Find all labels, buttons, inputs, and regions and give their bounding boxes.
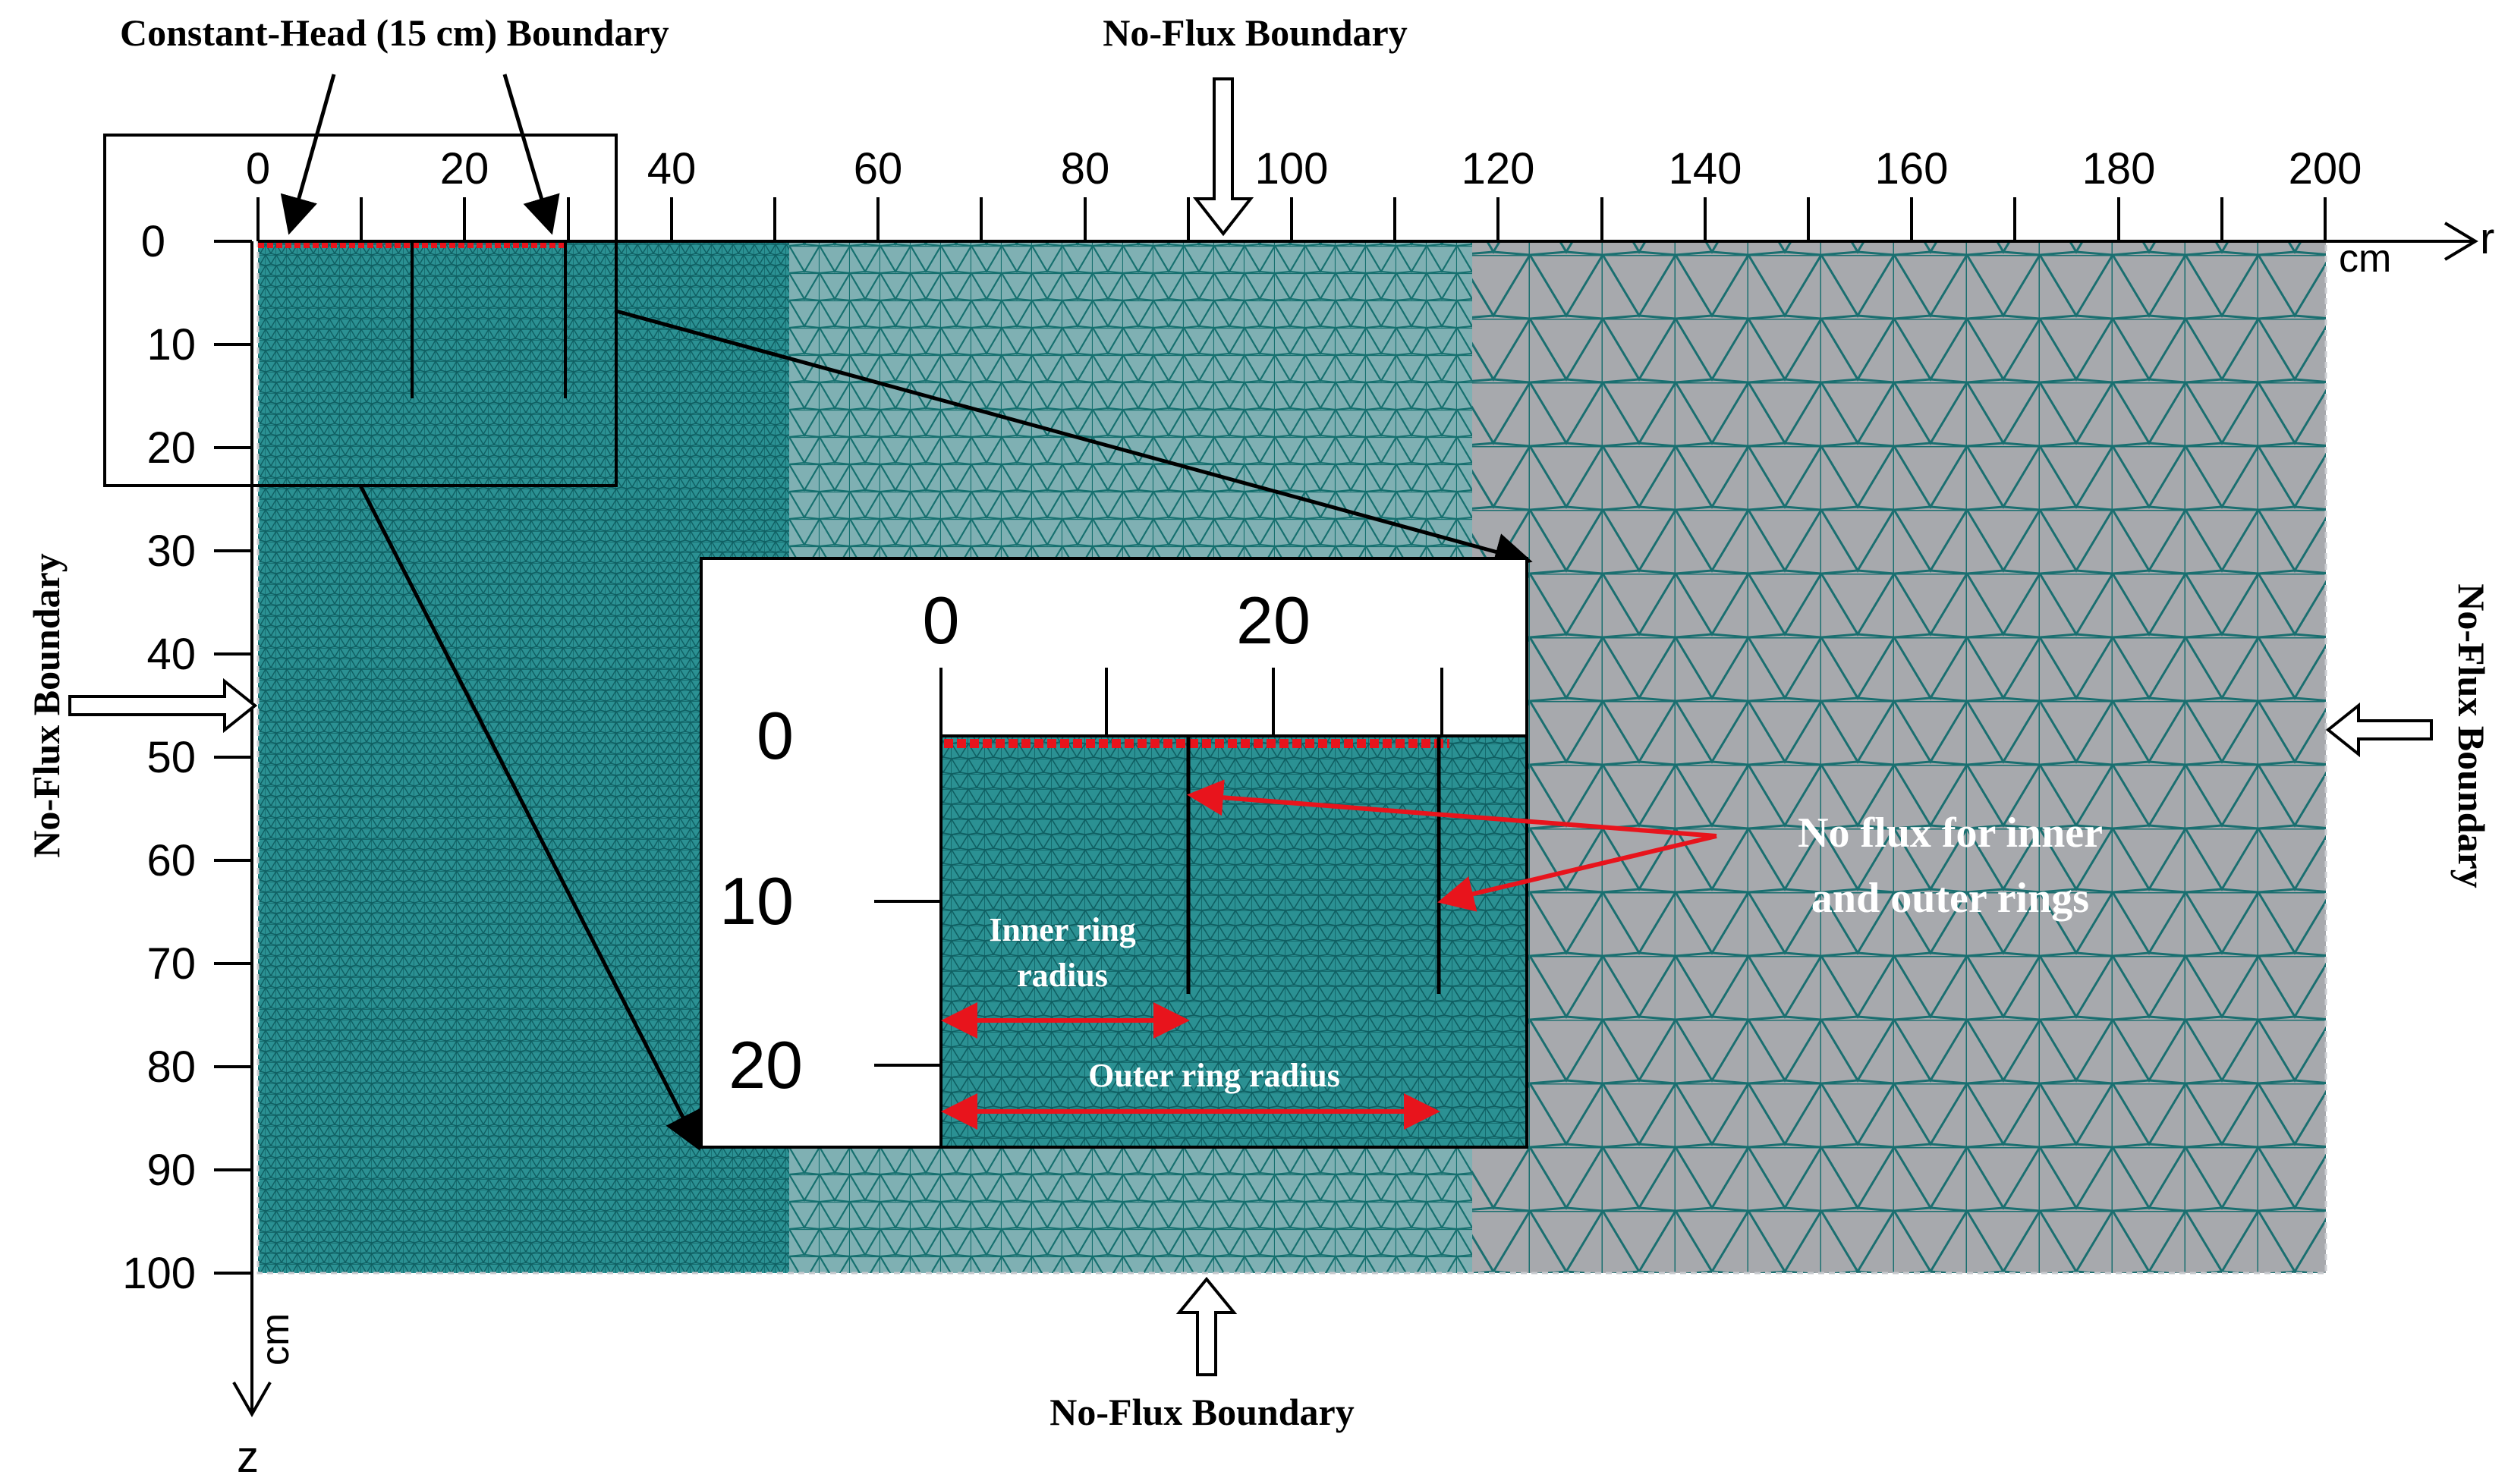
zoom-arrow-lower xyxy=(358,484,700,1151)
inset-z-tick-0: 0 xyxy=(757,698,794,773)
r-tick-180: 180 xyxy=(2082,144,2156,193)
no-flux-rings-label-1: No flux for inner xyxy=(1798,810,2103,857)
no-flux-outer-arrow xyxy=(1437,834,1717,912)
z-tick-0: 0 xyxy=(141,217,165,266)
r-tick-labels: 0 20 40 60 80 100 120 140 160 180 200 xyxy=(246,144,2362,193)
constant-head-arrow-right xyxy=(502,74,560,235)
inset-r-tick-20: 20 xyxy=(1236,583,1311,658)
constant-head-arrow-left xyxy=(280,74,336,235)
inset-z-tick-20: 20 xyxy=(728,1027,803,1102)
z-tick-70: 70 xyxy=(146,939,196,989)
no-flux-bottom-label: No-Flux Boundary xyxy=(1049,1391,1354,1433)
inner-ring-label-1: Inner ring xyxy=(989,911,1136,948)
z-tick-50: 50 xyxy=(146,733,196,782)
r-tick-0: 0 xyxy=(246,144,270,193)
no-flux-left-label: No-Flux Boundary xyxy=(25,553,68,857)
r-axis-label: r xyxy=(2480,214,2494,263)
z-tick-80: 80 xyxy=(146,1042,196,1092)
z-tick-10: 10 xyxy=(146,320,196,369)
r-tick-100: 100 xyxy=(1255,144,1329,193)
z-tick-labels: 0 10 20 30 40 50 60 70 80 90 100 xyxy=(122,217,196,1298)
zoom-arrow-upper xyxy=(615,309,1533,571)
r-tick-60: 60 xyxy=(854,144,903,193)
z-axis-unit: cm xyxy=(253,1313,297,1366)
z-tick-30: 30 xyxy=(146,527,196,576)
z-tick-20: 20 xyxy=(146,423,196,473)
constant-head-label: Constant-Head (15 cm) Boundary xyxy=(120,11,669,54)
r-tick-160: 160 xyxy=(1875,144,1949,193)
z-axis xyxy=(214,240,272,1418)
no-flux-bottom-arrow xyxy=(1175,1276,1238,1376)
no-flux-top-arrow xyxy=(1192,77,1254,237)
no-flux-right-label: No-Flux Boundary xyxy=(2450,583,2493,888)
inset-tick-labels: 0 20 0 10 20 xyxy=(719,583,1311,1102)
r-tick-40: 40 xyxy=(647,144,697,193)
z-axis-label: z xyxy=(237,1432,259,1482)
inset-r-tick-0: 0 xyxy=(923,583,960,658)
z-tick-90: 90 xyxy=(146,1146,196,1195)
inset-z-tick-10: 10 xyxy=(719,863,794,939)
r-tick-140: 140 xyxy=(1669,144,1742,193)
z-tick-40: 40 xyxy=(146,630,196,679)
r-tick-120: 120 xyxy=(1462,144,1535,193)
no-flux-top-label: No-Flux Boundary xyxy=(1103,11,1407,54)
r-axis-unit: cm xyxy=(2339,237,2391,281)
inset-annotation-labels: Inner ring radius Outer ring radius No f… xyxy=(989,810,2103,1094)
no-flux-rings-label-2: and outer rings xyxy=(1811,875,2089,922)
z-tick-100: 100 xyxy=(122,1249,196,1298)
r-tick-20: 20 xyxy=(440,144,489,193)
no-flux-inner-arrow xyxy=(1187,779,1717,838)
r-tick-80: 80 xyxy=(1061,144,1110,193)
no-flux-right-arrow xyxy=(2325,702,2433,758)
inner-ring-label-2: radius xyxy=(1017,957,1108,994)
r-tick-200: 200 xyxy=(2289,144,2362,193)
outer-ring-label: Outer ring radius xyxy=(1088,1057,1340,1094)
z-tick-60: 60 xyxy=(146,836,196,885)
r-axis xyxy=(256,197,2478,261)
inset xyxy=(700,557,1528,1149)
no-flux-left-arrow xyxy=(68,678,258,734)
